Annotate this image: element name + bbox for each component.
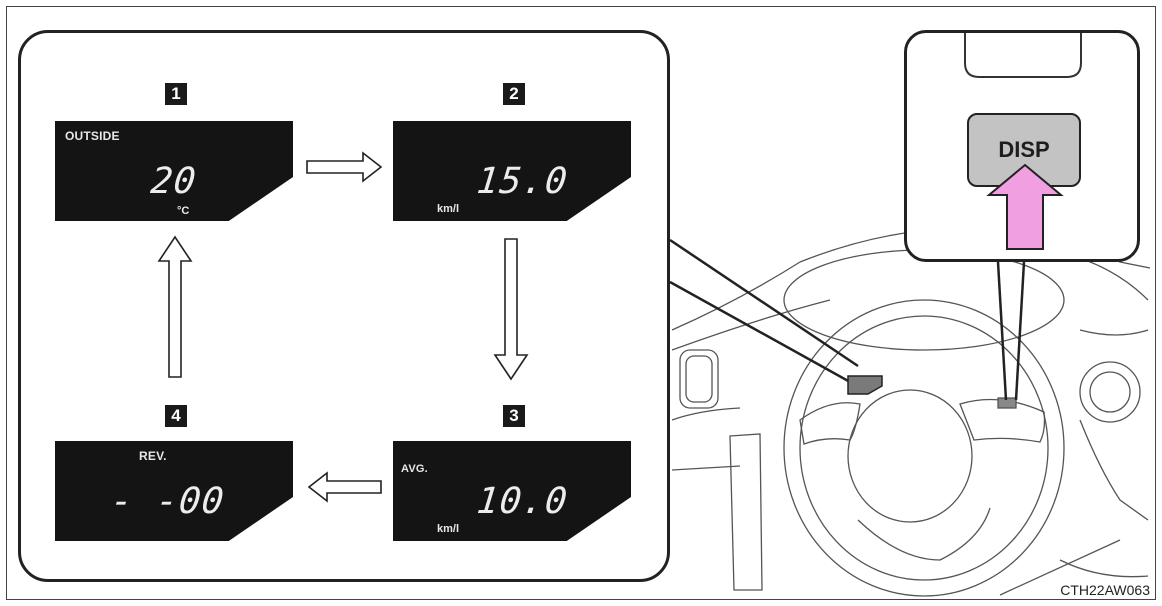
flow-arrow-icon [493, 238, 529, 381]
figure-code: CTH22AW063 [1060, 582, 1150, 598]
press-arrow-icon [986, 163, 1064, 250]
zoom-art [964, 33, 1082, 78]
display-unit: km/l [437, 203, 460, 215]
flow-arrow-icon [306, 151, 383, 183]
figure-frame [6, 6, 1156, 600]
step-badge-1: 1 [165, 83, 187, 105]
flow-arrow-icon [157, 235, 193, 378]
display-cycle-panel: 1 OUTSIDE 20 °C 2 15.0 km/l 3 AVG. 10.0 … [18, 30, 670, 582]
display-label: OUTSIDE [65, 129, 120, 143]
flow-arrows [157, 151, 529, 503]
display-label: REV. [139, 449, 167, 463]
step-badge-3: 3 [503, 405, 525, 427]
display-label: AVG. [401, 463, 428, 475]
disp-button-callout: DISP [904, 30, 1140, 262]
flow-arrow-icon [307, 471, 382, 503]
display-unit: km/l [437, 523, 460, 535]
display-unit: °C [177, 205, 190, 217]
step-badge-2: 2 [503, 83, 525, 105]
step-badge-4: 4 [165, 405, 187, 427]
